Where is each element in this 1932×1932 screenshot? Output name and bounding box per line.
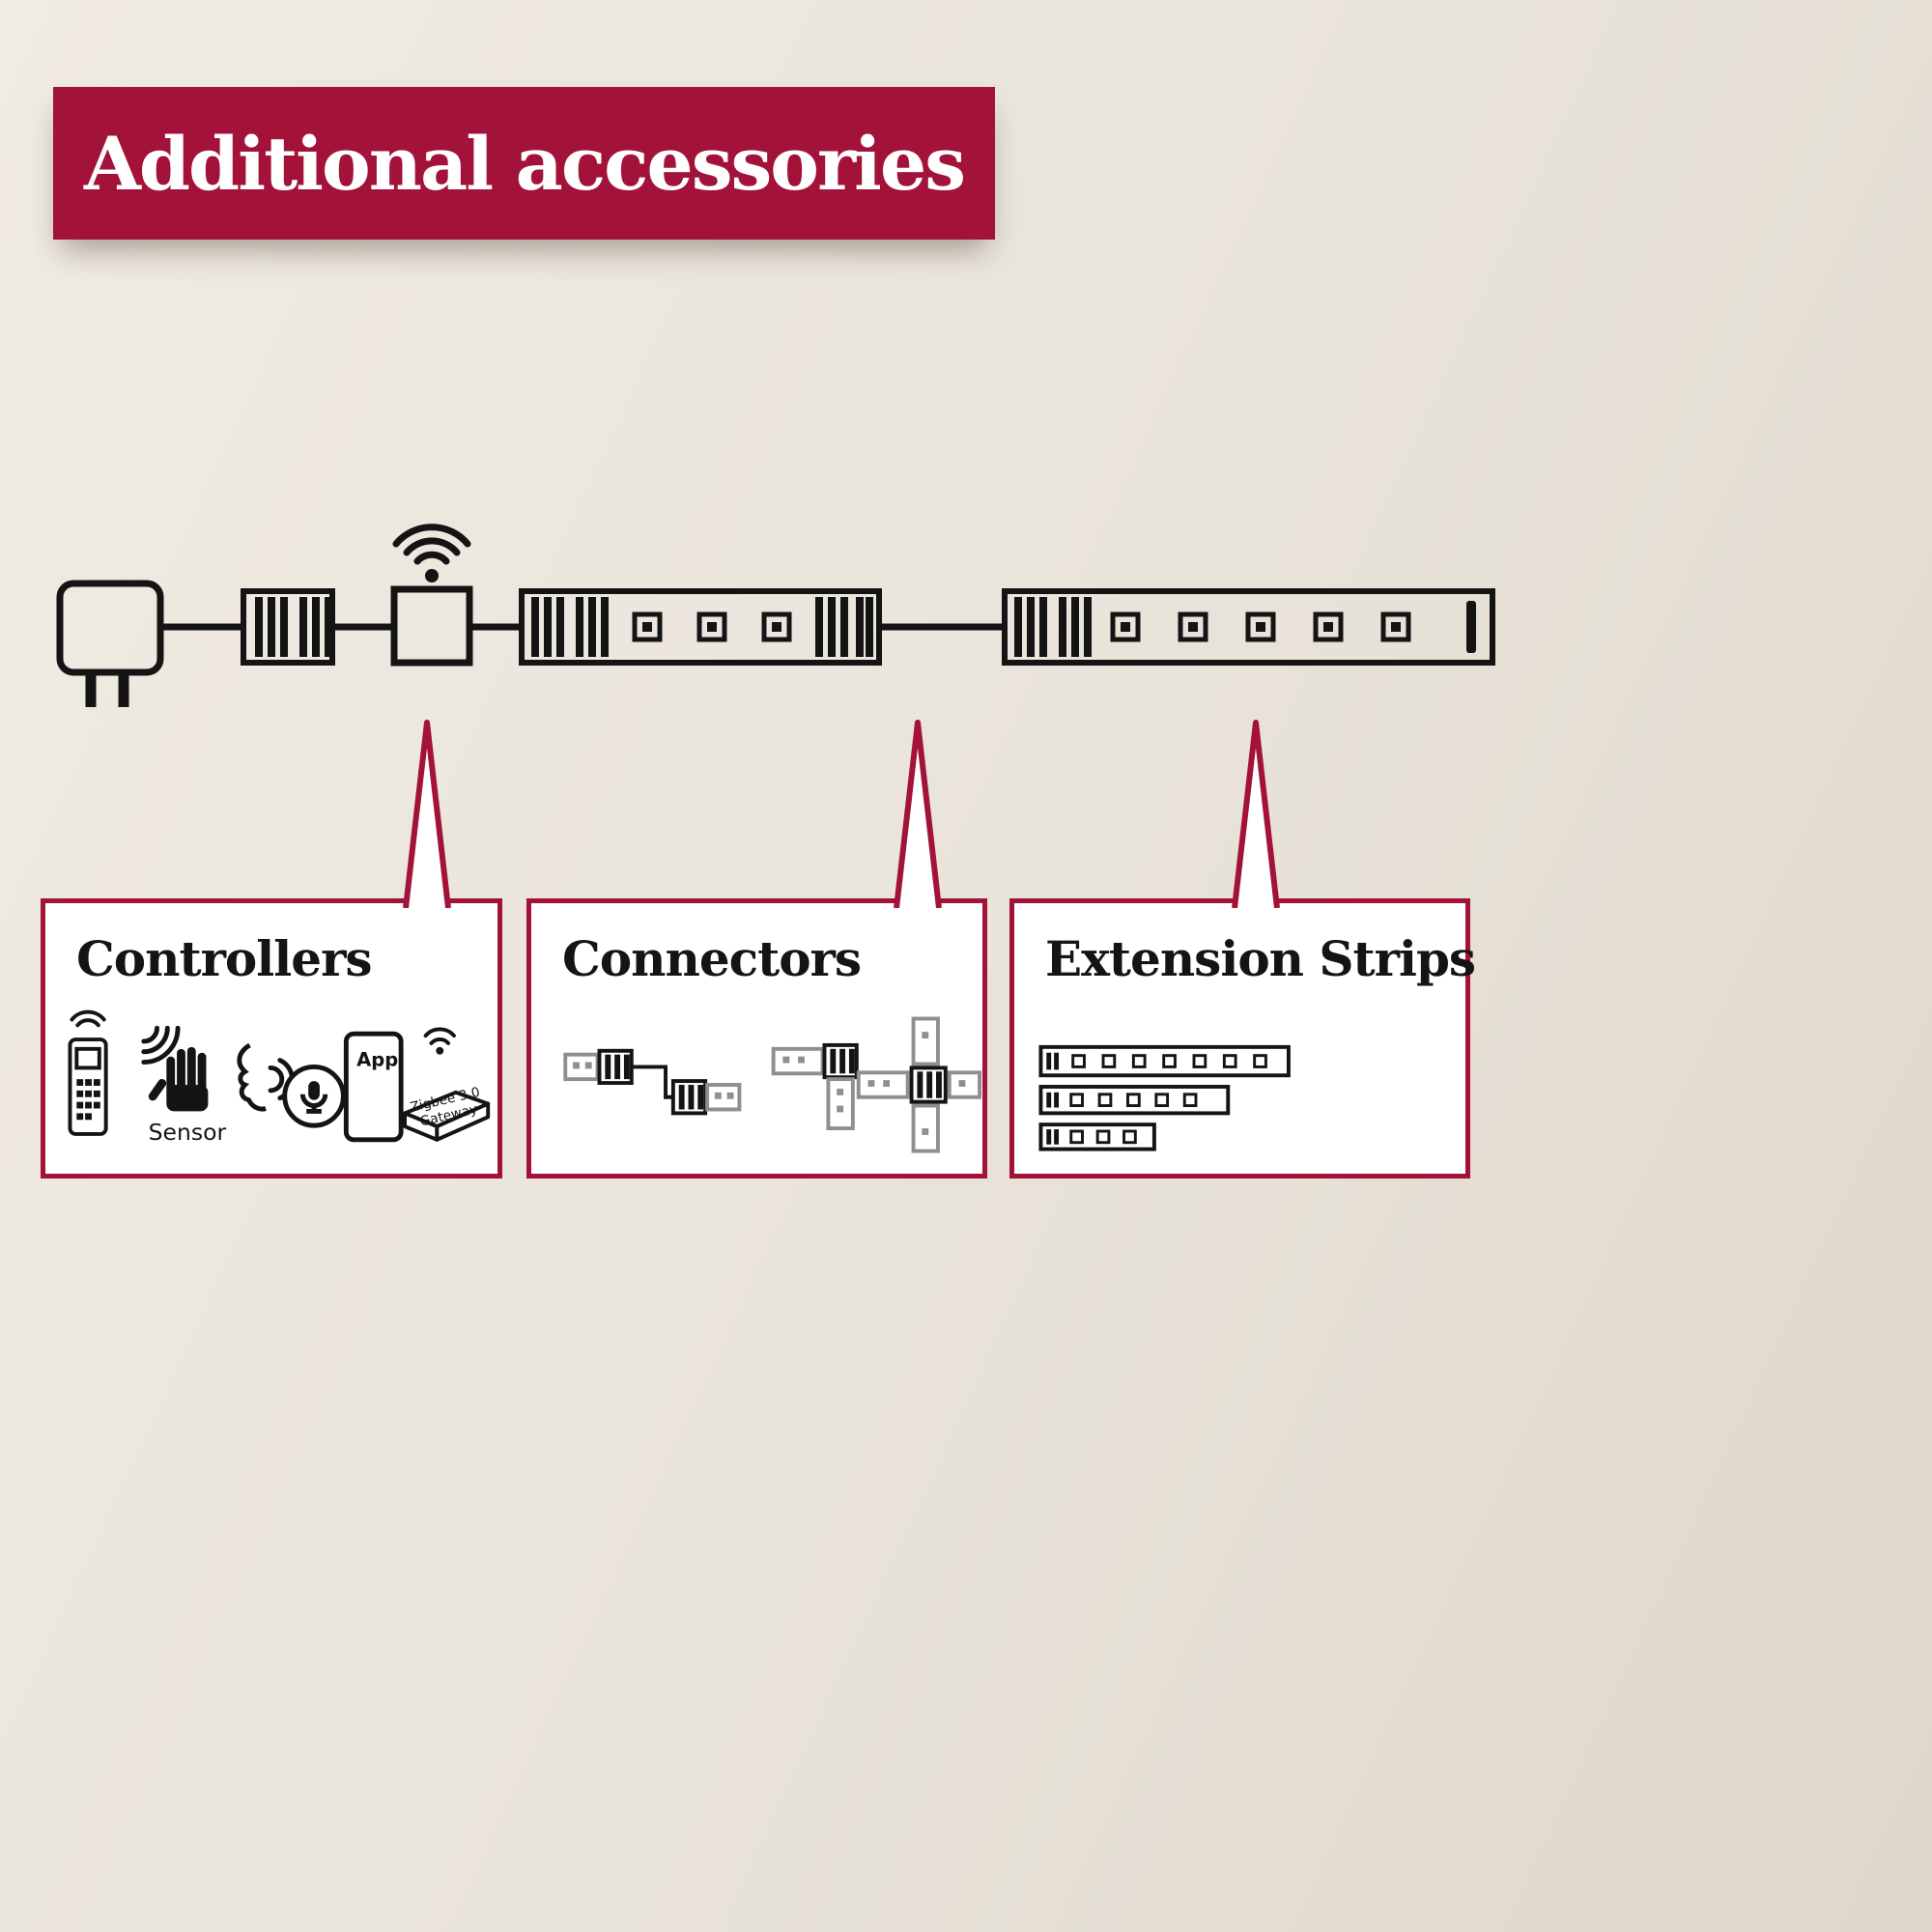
microphone-icon: [299, 1081, 328, 1114]
smartphone-app-icon: App: [343, 1031, 404, 1143]
callout-extension-strips: Extension Strips: [1009, 898, 1476, 1179]
power-adapter-icon: [56, 580, 164, 707]
hand-icon: [148, 1046, 209, 1112]
extension-strip-medium-icon: [1038, 1085, 1231, 1116]
signal-waves-icon: [141, 1025, 181, 1065]
zigbee-gateway-icon: Zigbee 3.0 Gateway: [403, 1085, 491, 1142]
straight-connector-icon: [563, 1048, 742, 1116]
voice-assistant-icon: [237, 1042, 346, 1128]
callout-pointer-extension-strips: [1232, 720, 1280, 908]
callout-controllers: Controllers: [41, 898, 502, 1179]
sensor-label: Sensor: [149, 1119, 227, 1146]
led-strip-segment-1: [519, 588, 882, 666]
led-chips: [632, 611, 792, 642]
connectors-icons: [563, 1016, 982, 1153]
wifi-small-icon: [423, 1027, 456, 1055]
strip-end-cap: [1466, 601, 1476, 653]
connector-cable: [631, 1065, 673, 1099]
clip-connector-icon: [241, 588, 335, 666]
motion-sensor-icon: Sensor: [141, 1025, 227, 1146]
wifi-controller: [390, 524, 473, 667]
cross-connector-icon: [856, 1016, 982, 1153]
app-label: App: [356, 1048, 398, 1070]
extension-strip-long-icon: [1038, 1044, 1291, 1078]
callout-title-extension-strips: Extension Strips: [1045, 930, 1476, 987]
remote-control-icon: [68, 1009, 108, 1136]
led-strip-segment-2: [1002, 588, 1495, 666]
extension-strip-short-icon: [1038, 1122, 1156, 1151]
extension-strips-icons: [1038, 1044, 1291, 1151]
wifi-dot: [425, 569, 439, 582]
wifi-icon: [392, 524, 471, 565]
callout-pointer-controllers: [403, 720, 451, 908]
title-banner: Additional accessories: [53, 87, 995, 240]
callout-title-controllers: Controllers: [76, 930, 373, 987]
callout-pointer-connectors: [894, 720, 942, 908]
led-chips: [1110, 611, 1411, 642]
face-profile-icon: [237, 1042, 267, 1112]
corner-connector-icon: [771, 1042, 859, 1131]
accessory-chain-diagram: [56, 524, 1495, 707]
strip-pads-left: [531, 597, 609, 657]
page-title: Additional accessories: [83, 120, 966, 207]
strip-pads-left: [1014, 597, 1092, 657]
strip-pads-right: [815, 597, 873, 657]
clip-stripes: [255, 597, 332, 657]
callout-title-connectors: Connectors: [562, 930, 862, 987]
callout-connectors: Connectors: [526, 898, 987, 1179]
controllers-icons: Sensor App: [68, 1009, 491, 1146]
